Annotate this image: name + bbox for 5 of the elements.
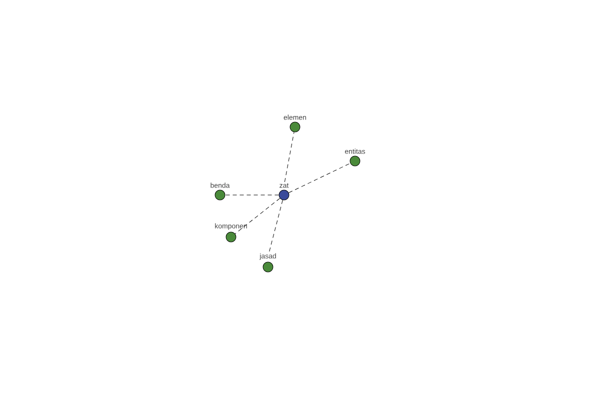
dashed-line (234, 198, 280, 234)
dashed-line (268, 200, 283, 252)
dashed-line (225, 194, 279, 196)
dashed-line (288, 163, 351, 193)
dashed-line (284, 132, 294, 182)
